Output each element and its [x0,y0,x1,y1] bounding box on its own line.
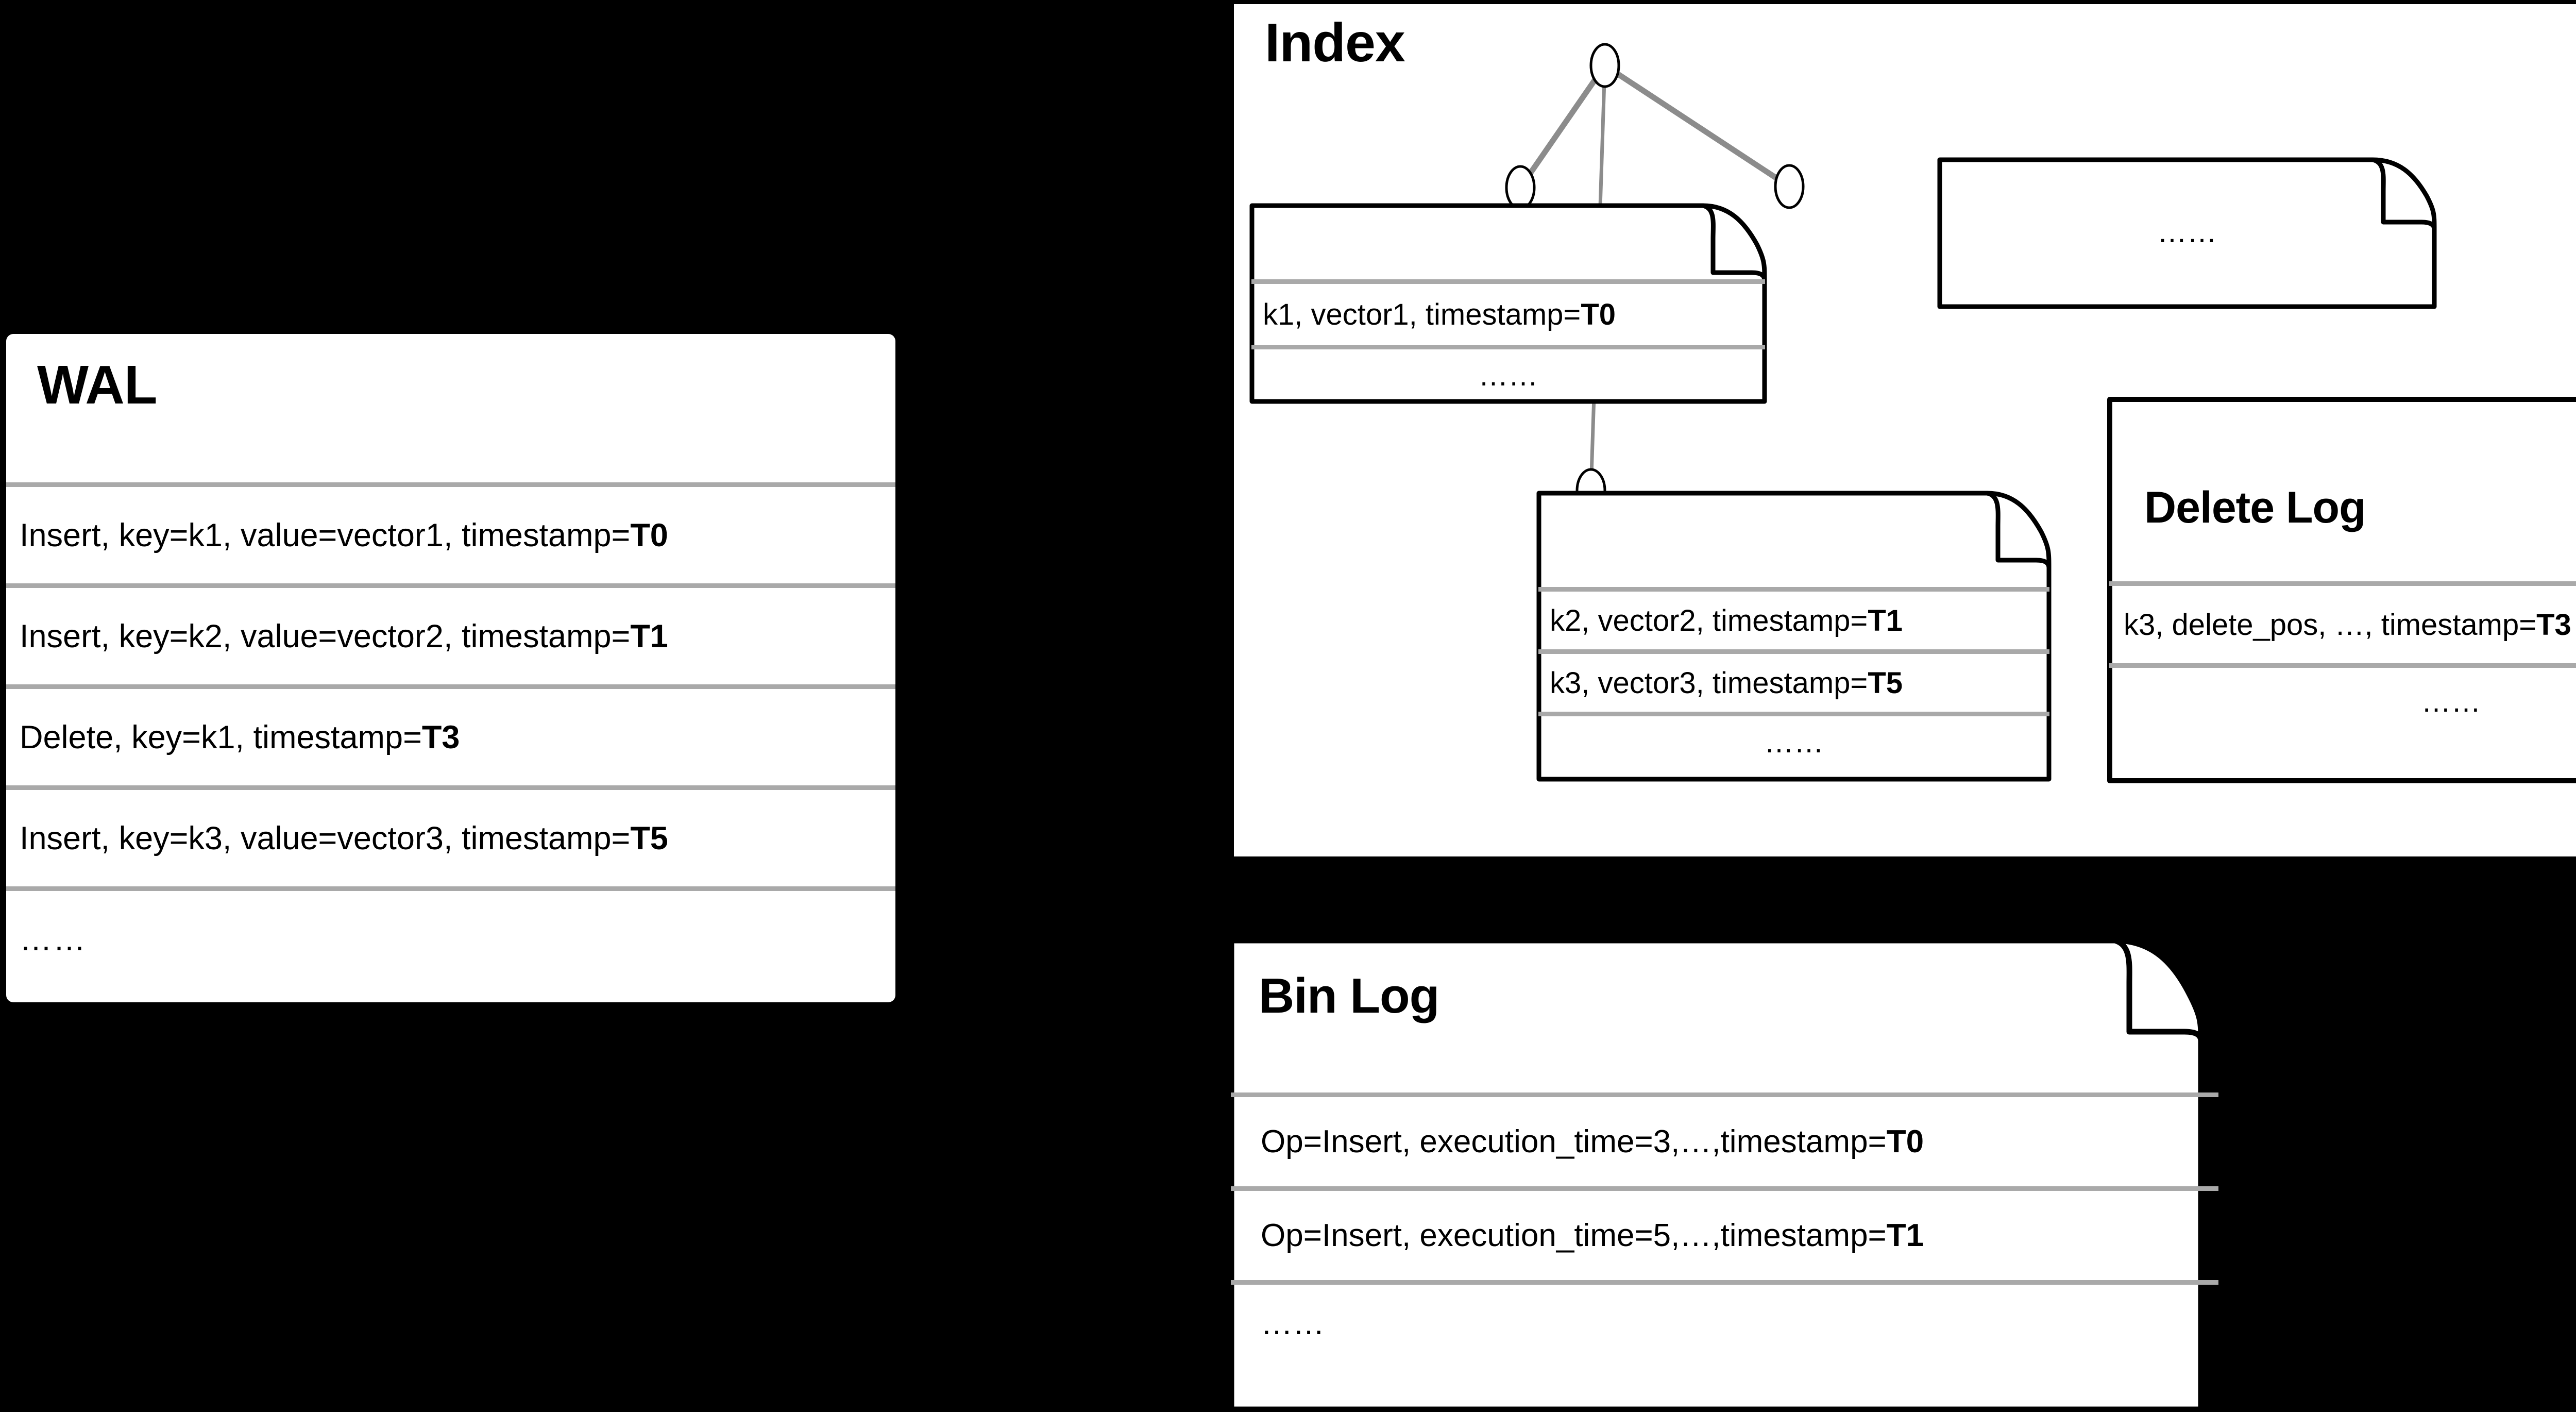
tree-edge-root-right [1603,63,1791,189]
wal-separator [6,482,895,487]
card-row: k3, delete_pos, …, timestamp=T3 [2109,586,2576,663]
card-row-ellipsis: …… [1231,1285,2218,1362]
document-shape [1937,157,2437,309]
card-row-ellipsis: …… [1251,349,1765,401]
document-shape [2107,397,2576,783]
card-row-timestamp: T1 [1868,603,1903,637]
bin-log-title: Bin Log [1259,968,1439,1023]
wal-row-ellipsis: …… [6,891,895,987]
card-content: Bin Log Op=Insert, execution_time=3,…,ti… [1229,938,2221,1412]
card-separator [1231,1186,2218,1191]
wal-row-timestamp: T5 [630,820,668,856]
wal-row: Insert, key=k1, value=vector1, timestamp… [6,487,895,583]
card-row-timestamp: T1 [1886,1218,1924,1253]
card-content: …… [1937,157,2437,309]
wal-row: Insert, key=k2, value=vector2, timestamp… [6,588,895,684]
card-row-ellipsis: …… [1538,716,2049,768]
card-row-ellipsis: …… [2109,668,2576,735]
page-fold-icon [1986,491,2052,568]
tree-edge-root-left [1518,63,1607,190]
card-row: Op=Insert, execution_time=3,…,timestamp=… [1231,1097,2218,1186]
page-fold-icon [2114,938,2204,1041]
card-row-text: Op=Insert, execution_time=3,…,timestamp= [1261,1124,1887,1159]
wal-row-text: Insert, key=k2, value=vector2, timestamp… [20,618,631,654]
ellipsis-text: …… [1764,725,1824,759]
wal-row-text: Insert, key=k1, value=vector1, timestamp… [20,517,631,553]
index-leaf-card-ellipsis: …… [1937,157,2437,309]
page-fold-icon [1702,203,1767,281]
wal-row-timestamp: T1 [630,618,668,654]
wal-title: WAL [37,355,157,415]
card-row-text: k3, delete_pos, …, timestamp= [2124,608,2537,642]
card-separator [1231,1092,2218,1097]
card-separator [1538,587,2049,592]
ellipsis-text: …… [2421,684,2481,718]
card-row-timestamp: T0 [1581,297,1616,331]
page-fold-icon [2371,157,2437,230]
wal-row-timestamp: T0 [630,517,668,553]
wal-separator [6,684,895,689]
card-separator [1538,712,2049,716]
document-shape [1249,203,1767,404]
wal-separator [6,785,895,790]
wal-row: Insert, key=k3, value=vector3, timestamp… [6,790,895,886]
wal-separator [6,886,895,891]
card-separator [1251,279,1765,284]
card-row-timestamp: T5 [1868,666,1903,700]
document-shape [1229,938,2204,1412]
card-row: Op=Insert, execution_time=5,…,timestamp=… [1231,1191,2218,1280]
card-separator [1251,345,1765,349]
wal-row-text: Insert, key=k3, value=vector3, timestamp… [20,820,631,856]
card-content: k1, vector1, timestamp=T0 …… [1249,203,1767,404]
wal-separator [6,583,895,588]
delete-log-card: Delete Log k3, delete_pos, …, timestamp=… [2107,397,2576,783]
card-content: k2, vector2, timestamp=T1 k3, vector3, t… [1536,491,2052,782]
card-separator [1231,1280,2218,1285]
wal-row-timestamp: T3 [421,719,460,755]
card-content: Delete Log k3, delete_pos, …, timestamp=… [2107,397,2576,783]
card-row-timestamp: T0 [1886,1124,1924,1159]
card-row-text: k1, vector1, timestamp= [1263,297,1581,331]
bin-log-card: Bin Log Op=Insert, execution_time=3,…,ti… [1229,938,2221,1412]
document-shape [1536,491,2052,782]
card-row-ellipsis: …… [1939,206,2435,258]
ellipsis-text: …… [20,921,87,957]
index-title: Index [1265,12,1405,73]
wal-row-list: Insert, key=k1, value=vector1, timestamp… [6,482,895,987]
tree-node-root[interactable] [1589,43,1620,88]
delete-log-title: Delete Log [2144,483,2366,532]
ellipsis-text: …… [2157,215,2217,249]
tree-node-right[interactable] [1774,164,1805,209]
card-row: k1, vector1, timestamp=T0 [1251,284,1765,345]
card-row: k3, vector3, timestamp=T5 [1538,654,2049,712]
tree-node-left[interactable] [1505,165,1536,210]
card-separator [2109,581,2576,586]
index-leaf-card-k1: k1, vector1, timestamp=T0 …… [1249,203,1767,404]
wal-panel: WAL Insert, key=k1, value=vector1, times… [6,334,895,1002]
index-leaf-card-k2-k3: k2, vector2, timestamp=T1 k3, vector3, t… [1536,491,2052,782]
card-separator [2109,663,2576,668]
ellipsis-text: …… [1478,358,1538,392]
wal-row: Delete, key=k1, timestamp=T3 [6,689,895,785]
card-row: k2, vector2, timestamp=T1 [1538,592,2049,649]
ellipsis-text: …… [1261,1305,1325,1341]
card-row-text: k3, vector3, timestamp= [1550,666,1868,700]
card-row-text: Op=Insert, execution_time=5,…,timestamp= [1261,1218,1887,1253]
card-row-timestamp: T3 [2536,608,2571,642]
card-separator [1538,649,2049,654]
card-row-text: k2, vector2, timestamp= [1550,603,1868,637]
wal-row-text: Delete, key=k1, timestamp= [20,719,422,755]
